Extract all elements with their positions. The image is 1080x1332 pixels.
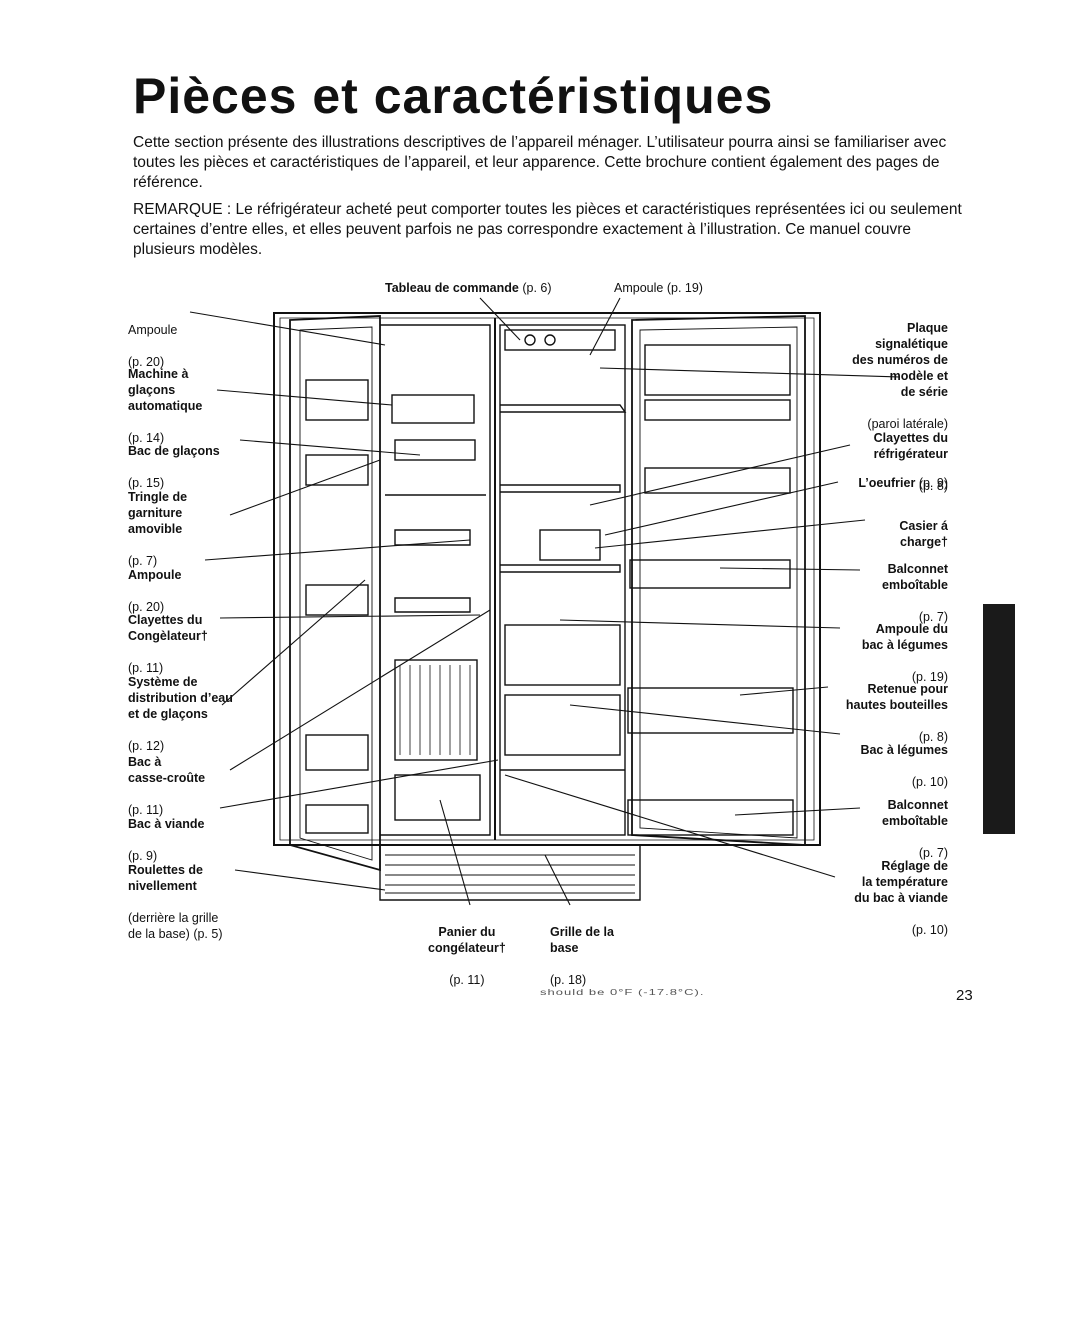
label-name: Balconnet emboîtable (882, 798, 948, 828)
label-trim-bar: Tringle de garniture amovible (p. 7) (128, 473, 187, 585)
label-name: Machine à glaçons automatique (128, 367, 203, 413)
label-page: (p. 8) (918, 479, 948, 493)
label-page: (p. 15) (128, 476, 165, 490)
label-page: (p. 20) (128, 600, 165, 614)
label-page: (p. 11) (128, 803, 164, 817)
label-utility-bin: Casier á charge† (899, 502, 948, 566)
label-page: (p. 12) (128, 739, 165, 753)
label-page: (p. 11) (128, 661, 164, 675)
label-name: Casier á charge† (899, 519, 948, 549)
label-ice-bin: Bac de glaçons (p. 15) (128, 427, 220, 507)
label-page: (p. 6) (522, 281, 552, 295)
label-page: (p. 9) (918, 476, 948, 490)
label-name: Tringle de garniture amovible (128, 490, 188, 536)
label-meat-bin: Bac à viande (p. 9) (128, 800, 204, 880)
label-fridge-shelves: Clayettes du réfrigérateur (p. 8) (874, 414, 948, 510)
label-name: Retenue pour hautes bouteilles (845, 682, 948, 712)
label-door-bin-2: Balconnet emboîtable (p. 7) (882, 781, 948, 877)
label-meat-temp: Réglage de la température du bac à viand… (854, 842, 948, 954)
page-title: Pièces et caractéristiques (133, 68, 774, 124)
label-name: Ampoule du bac à légumes (861, 622, 948, 652)
label-page: (p. 8) (918, 730, 948, 744)
label-name: Grille de la base (550, 925, 614, 955)
label-name: Plaque signalétique des numéros de modèl… (852, 321, 948, 399)
label-name: Clayettes du Congèlateur† (128, 613, 208, 643)
intro-paragraph: Cette section présente des illustrations… (133, 134, 947, 191)
label-page: (p. 10) (911, 923, 948, 937)
label-name: Ampoule (128, 323, 178, 337)
label-left-light-2: Ampoule (p. 20) (128, 551, 181, 631)
label-page: (p. 18) (550, 973, 587, 987)
label-crisper-light: Ampoule du bac à légumes (p. 19) (862, 605, 948, 701)
label-name: Clayettes du réfrigérateur (873, 431, 948, 461)
label-name: Bac à casse-croûte (128, 755, 206, 785)
label-base-grille: Grille de la base (p. 18) (550, 908, 614, 1004)
label-page: (derrière la grille de la base) (p. 5) (128, 911, 223, 941)
label-name: Réglage de la température du bac à viand… (854, 859, 948, 905)
label-control-panel: Tableau de commande (p. 6) (385, 280, 552, 296)
label-ice-maker: Machine à glaçons automatique (p. 14) (128, 350, 202, 462)
label-page: (p. 14) (128, 431, 165, 445)
label-crisper: Bac à légumes (p. 10) (860, 726, 948, 806)
label-freezer-basket: Panier du congélateur† (p. 11) (428, 908, 506, 1004)
label-rollers: Roulettes de nivellement (derrière la gr… (128, 846, 223, 958)
label-name: Bac à viande (128, 817, 205, 831)
label-name: Ampoule (128, 568, 182, 582)
label-snack-bin: Bac à casse-croûte (p. 11) (128, 738, 205, 834)
label-freezer-shelves: Clayettes du Congèlateur† (p. 11) (128, 596, 208, 692)
label-bottle-retainer: Retenue pour hautes bouteilles (p. 8) (846, 665, 948, 761)
label-page: (paroi latérale) (867, 417, 948, 431)
footer-fragment: should be 0°F (-17.8°C). (540, 988, 705, 997)
label-name: Bac de glaçons (128, 444, 220, 458)
label-name: Système de distribution d’eau et de glaç… (128, 675, 233, 721)
label-door-bin-1: Balconnet emboîtable (p. 7) (882, 545, 948, 641)
label-name: Tableau de commande (385, 281, 519, 295)
label-name: Roulettes de nivellement (128, 863, 204, 893)
section-tab-marker (983, 604, 1015, 834)
label-name: Ampoule (614, 281, 664, 295)
label-page: (p. 19) (666, 281, 703, 295)
label-page: (p. 19) (911, 670, 948, 684)
label-name: L’oeufrier (858, 476, 916, 490)
label-left-light-1: Ampoule (p. 20) (128, 306, 177, 386)
label-light-top: Ampoule (p. 19) (614, 280, 703, 296)
label-page: (p. 20) (128, 355, 165, 369)
label-serial-plate: Plaque signalétique des numéros de modèl… (852, 304, 948, 448)
label-name: Bac à légumes (860, 743, 948, 757)
label-name: Balconnet emboîtable (882, 562, 948, 592)
label-page: (p. 7) (128, 554, 158, 568)
label-egg-bin: L’oeufrier (p. 9) (858, 475, 948, 491)
remark-paragraph: REMARQUE : Le réfrigérateur acheté peut … (133, 201, 962, 258)
label-page: (p. 7) (918, 610, 948, 624)
label-page: (p. 11) (449, 973, 485, 987)
page-number: 23 (956, 987, 973, 1004)
label-page: (p. 7) (918, 846, 948, 860)
label-dispenser: Système de distribution d’eau et de glaç… (128, 658, 233, 770)
label-page: (p. 10) (911, 775, 948, 789)
label-name: Panier du congélateur† (428, 925, 506, 955)
label-page: (p. 9) (128, 849, 158, 863)
